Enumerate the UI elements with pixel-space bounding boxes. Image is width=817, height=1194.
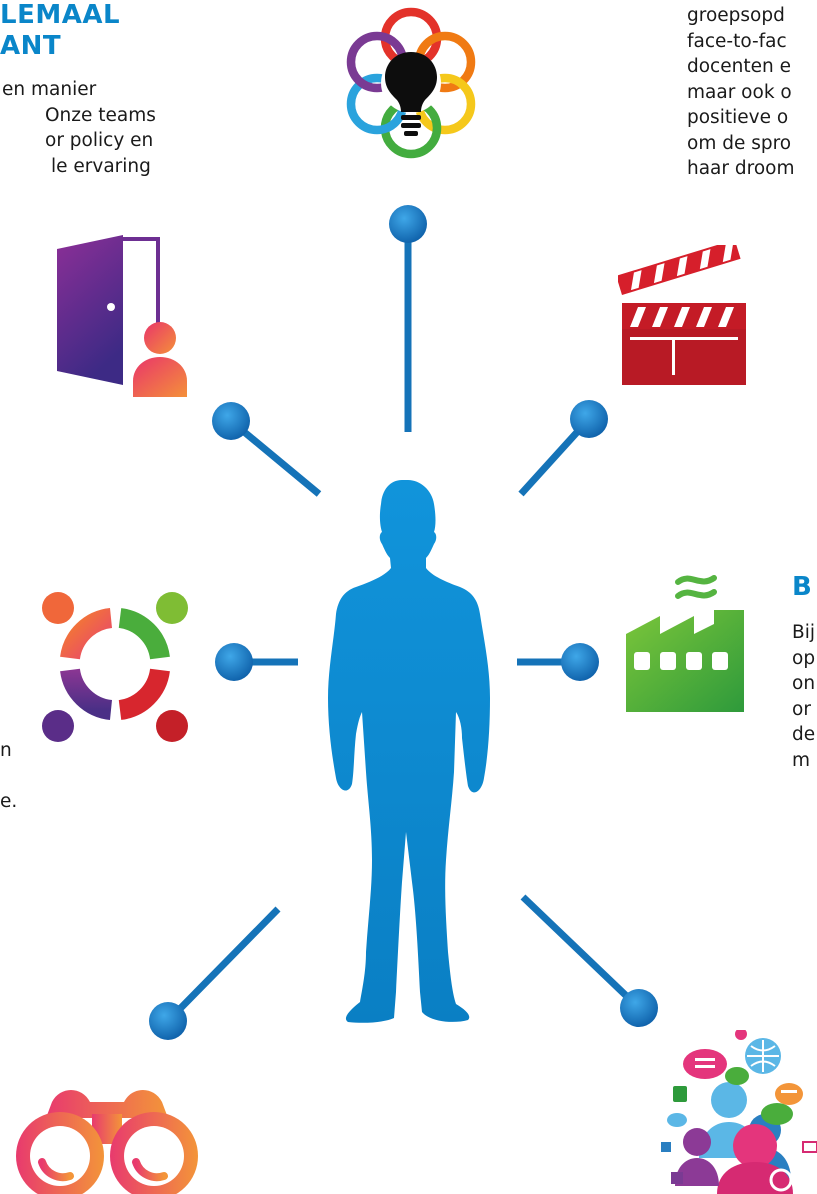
top-left-paragraph: en manier Onze teams or policy en le erv… <box>0 77 156 179</box>
lightbulb-flower-icon <box>346 7 476 159</box>
top-left-heading-line-1: LEMAAL <box>0 0 121 30</box>
top-right-line-5: positieve o <box>687 107 789 128</box>
connector-left-ball <box>215 643 253 681</box>
left-line-3: e. <box>0 791 18 812</box>
door-person-icon <box>57 235 187 397</box>
connector-top-ball <box>389 205 427 243</box>
top-right-line-4: maar ook o <box>687 81 792 103</box>
top-right-line-7: haar droom <box>687 158 795 179</box>
factory-icon <box>626 575 744 712</box>
social-media-people-icon <box>661 1030 817 1194</box>
top-left-line-3: or policy en <box>45 130 154 151</box>
right-line-3: on <box>792 673 816 694</box>
right-line-1: Bij <box>792 622 815 643</box>
clapperboard-icon <box>618 245 746 385</box>
left-line-1: n <box>0 740 12 761</box>
right-line-4: or <box>792 698 811 720</box>
connector-bottom-right <box>520 894 642 1011</box>
connector-right-ball <box>561 643 599 681</box>
connector-bottom-left <box>165 906 281 1024</box>
binoculars-icon <box>16 1090 198 1194</box>
top-right-line-6: om de spro <box>687 132 792 154</box>
top-left-heading-line-2: ANT <box>0 31 62 61</box>
right-paragraph: Bij op on or de m <box>792 620 815 773</box>
connector-top-left <box>228 418 322 497</box>
top-right-paragraph: groepsopd face-to-fac docenten e maar oo… <box>687 3 795 182</box>
top-right-line-2: face-to-fac <box>687 30 787 52</box>
right-heading: B <box>792 572 813 602</box>
connector-top-left-ball <box>212 402 250 440</box>
connector-top-right-ball <box>570 400 608 438</box>
top-left-line-4: le ervaring <box>51 155 151 177</box>
right-line-6: m <box>792 749 811 771</box>
right-line-2: op <box>792 647 816 669</box>
connector-bottom-right-ball <box>620 989 658 1027</box>
person-silhouette <box>328 480 490 1023</box>
top-left-line-2: Onze teams <box>45 104 156 126</box>
left-paragraph: n e. <box>0 738 17 840</box>
right-line-5: de <box>792 724 816 745</box>
top-right-line-1: groepsopd <box>687 5 785 26</box>
team-circle-icon <box>42 592 188 742</box>
top-left-heading: LEMAAL ANT <box>0 0 120 62</box>
connector-bottom-left-ball <box>149 1002 187 1040</box>
top-left-line-1: en manier <box>2 79 97 100</box>
top-right-line-3: docenten e <box>687 56 791 77</box>
